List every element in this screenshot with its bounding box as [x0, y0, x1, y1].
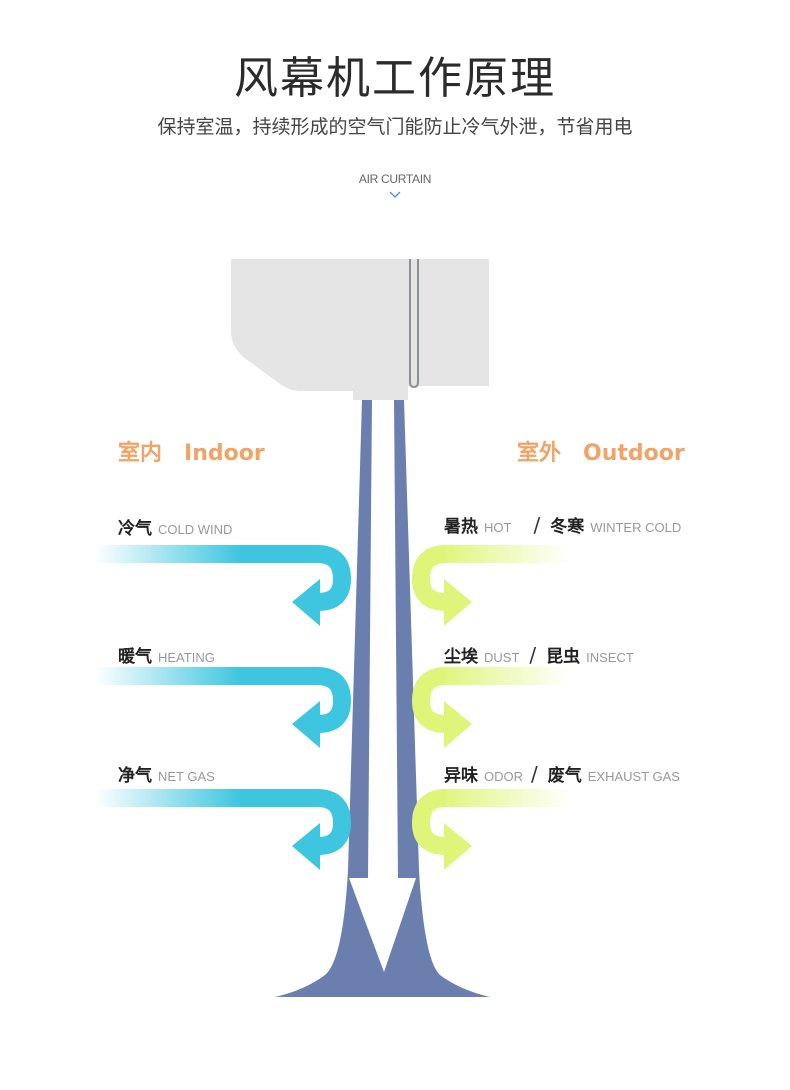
chevron-down-icon: [389, 191, 401, 198]
item-en: WINTER COLD: [590, 520, 682, 535]
outdoor-air-arrow: [411, 789, 572, 870]
air-curtain-unit: [231, 259, 489, 400]
left-item: 暖气 HEATING: [118, 642, 215, 667]
outdoor-air-arrow: [411, 545, 572, 626]
subtitle: 保持室温，持续形成的空气门能防止冷气外泄，节省用电: [157, 116, 633, 138]
item-en: ODOR: [484, 769, 523, 784]
outdoor-en: Outdoor: [583, 441, 685, 466]
indoor-air-arrow: [95, 667, 352, 748]
item-en: HOT: [484, 520, 512, 535]
item-en: NET GAS: [158, 769, 215, 784]
right-item: 异味 ODOR / 废气 EXHAUST GAS: [444, 761, 680, 786]
indoor-en: Indoor: [184, 441, 265, 466]
item-en: HEATING: [158, 650, 215, 665]
right-item: 暑热 HOT / 冬寒 WINTER COLD: [444, 512, 681, 537]
item-cn: 异味: [444, 766, 478, 786]
item-cn: 冷气: [118, 519, 152, 539]
item-en: EXHAUST GAS: [587, 769, 680, 784]
item-cn: 暑热: [444, 517, 478, 537]
item-cn: 昆虫: [546, 647, 581, 667]
item-en: INSECT: [586, 650, 634, 665]
indoor-air-arrow: [95, 545, 352, 626]
indoor-label: 室内 Indoor: [118, 435, 265, 467]
page-title: 风幕机工作原理: [234, 53, 556, 104]
outdoor-air-arrow: [411, 667, 572, 748]
indoor-cn: 室内: [118, 441, 163, 466]
left-item: 净气 NET GAS: [118, 761, 215, 786]
item-en: COLD WIND: [158, 522, 233, 537]
indoor-air-arrow: [95, 789, 352, 870]
separator: /: [531, 762, 538, 786]
item-cn: 暖气: [118, 647, 152, 667]
right-item: 尘埃 DUST / 昆虫 INSECT: [444, 642, 634, 667]
item-cn: 尘埃: [444, 647, 478, 667]
item-cn: 净气: [118, 766, 152, 786]
separator: /: [533, 513, 541, 537]
item-en: DUST: [484, 650, 520, 665]
air-curtain-tag: AIR CURTAIN: [358, 172, 432, 186]
outdoor-label: 室外 Outdoor: [517, 435, 685, 467]
air-curtain-flow: [275, 400, 490, 997]
outdoor-cn: 室外: [517, 441, 562, 466]
left-item: 冷气 COLD WIND: [118, 514, 232, 539]
item-cn: 废气: [547, 766, 582, 786]
item-cn: 冬寒: [550, 517, 585, 537]
separator: /: [529, 643, 537, 667]
